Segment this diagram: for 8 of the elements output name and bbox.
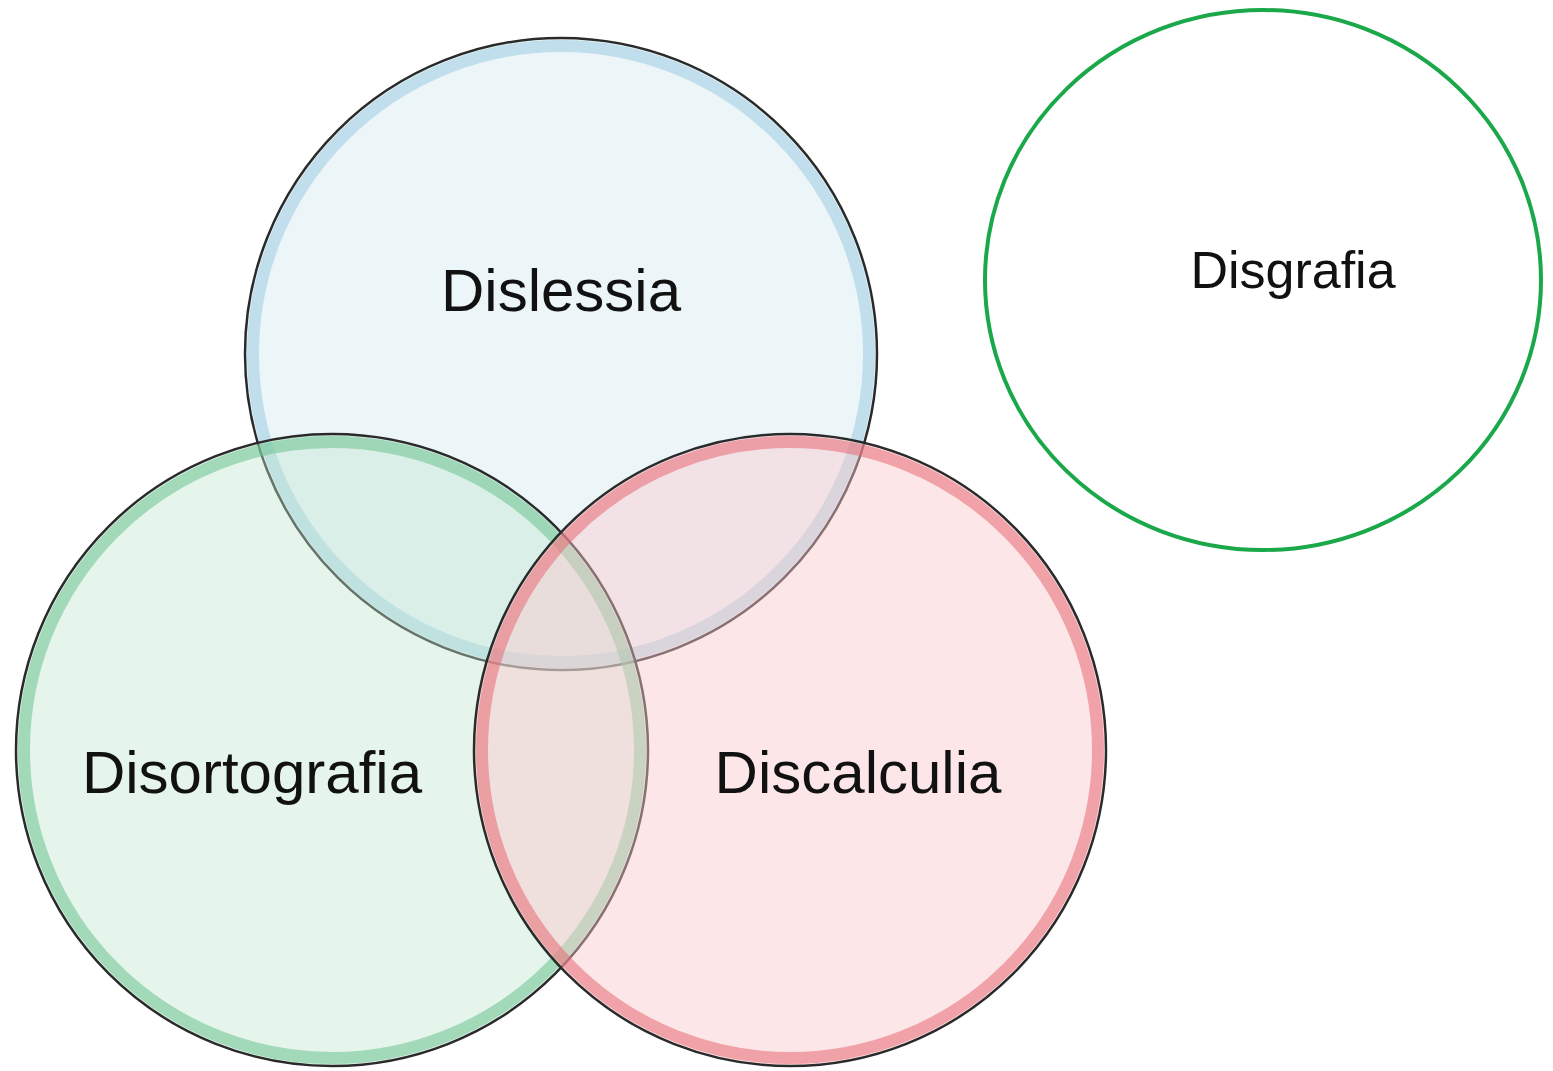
venn-circle	[243, 36, 879, 672]
venn-circle	[14, 432, 650, 1068]
circle-label: Disortografia	[81, 737, 423, 807]
circle-label: Discalculia	[714, 737, 1002, 807]
circle-label: Dislessia	[440, 255, 682, 325]
circle-label: Disgrafia	[1190, 240, 1396, 300]
venn-circle	[472, 432, 1108, 1068]
venn-circle	[983, 8, 1543, 552]
